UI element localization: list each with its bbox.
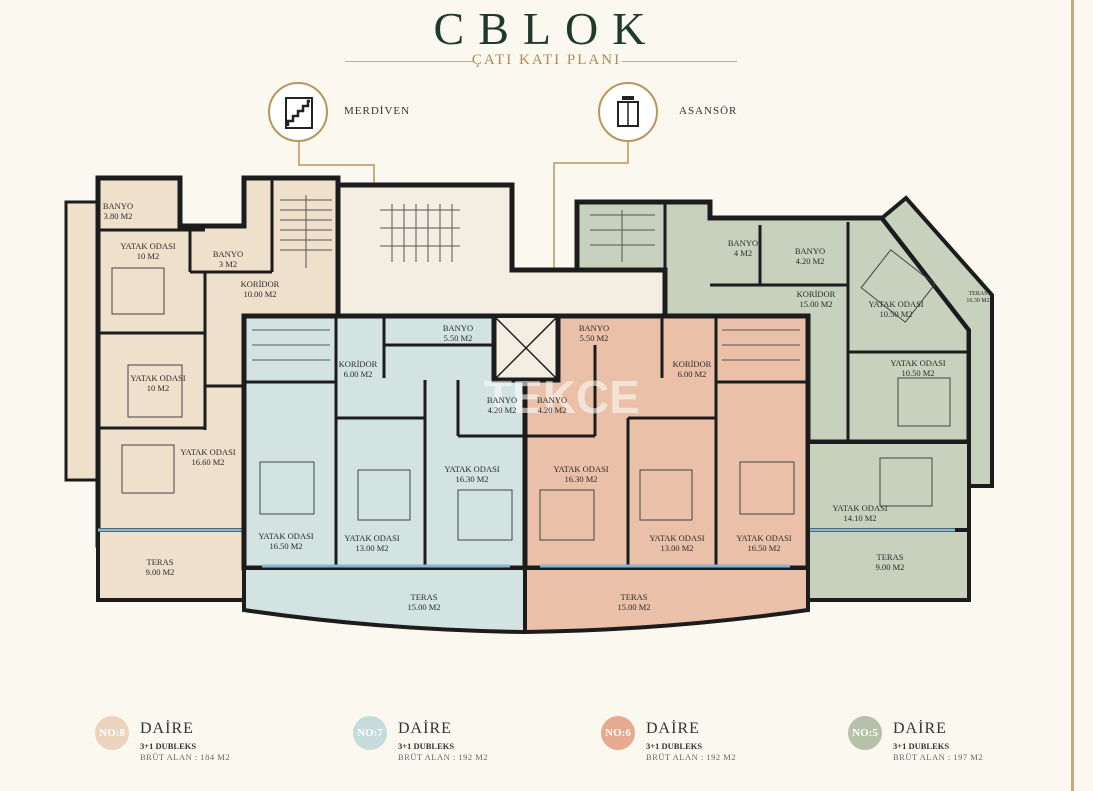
room-area: 16.50 M2 (747, 543, 780, 553)
elevator-icon (598, 82, 658, 142)
room-area: 10.50 M2 (901, 368, 934, 378)
unit-type: 3+1 DUBLEKS (140, 741, 197, 751)
unit-8-plan (64, 175, 341, 602)
room-name: YATAK ODASI (258, 531, 313, 541)
unit-badge: NO:5 (848, 716, 882, 750)
room-name: YATAK ODASI (444, 464, 499, 474)
room-area: 15.00 M2 (407, 602, 440, 612)
room-name: YATAK ODASI (120, 241, 175, 251)
room-name: BANYO (579, 323, 609, 333)
room-area: 10.30 M2 (966, 298, 989, 304)
room-area: 15.00 M2 (799, 299, 832, 309)
unit-title: DAİRE (398, 720, 452, 737)
unit-title: DAİRE (140, 720, 194, 737)
room-area: 10.50 M2 (879, 309, 912, 319)
unit-6-plan (522, 313, 811, 635)
room-area: 16.30 M2 (564, 474, 597, 484)
stairs-leader-line (298, 142, 375, 188)
unit-badge: NO:8 (95, 716, 129, 750)
room-name: BANYO (443, 323, 473, 333)
room-name: BANYO (103, 201, 133, 211)
unit-title: DAİRE (646, 720, 700, 737)
room-name: TERAS (621, 592, 648, 602)
room-area: 5.50 M2 (580, 333, 609, 343)
room-area: 4.20 M2 (796, 256, 825, 266)
unit-badge: NO:7 (353, 716, 387, 750)
room-name: YATAK ODASI (736, 533, 791, 543)
room-labels: BANYO 3.80 M2 BANYO 3 M2 YATAK ODASI 10 … (103, 201, 990, 612)
room-name: TERAS (877, 552, 904, 562)
page-title: CBLOK (433, 3, 660, 54)
room-name: TERAS (147, 557, 174, 567)
room-area: 6.00 M2 (344, 369, 373, 379)
unit-area: BRÜT ALAN : 192 M2 (398, 752, 489, 762)
room-area: 4 M2 (734, 248, 752, 258)
elevator-leader-line (553, 142, 629, 318)
room-area: 16.50 M2 (269, 541, 302, 551)
room-name: YATAK ODASI (832, 503, 887, 513)
room-area: 14.10 M2 (843, 513, 876, 523)
room-name: BANYO (213, 249, 243, 259)
room-area: 15.00 M2 (617, 602, 650, 612)
room-name: KORİDOR (673, 359, 712, 369)
room-area: 10 M2 (137, 251, 159, 261)
room-name: TERAS (968, 291, 987, 297)
room-area: 16.30 M2 (455, 474, 488, 484)
room-name: YATAK ODASI (553, 464, 608, 474)
page-subtitle: ÇATI KATI PLANI (471, 52, 622, 68)
room-name: YATAK ODASI (180, 447, 235, 457)
room-name: YATAK ODASI (868, 299, 923, 309)
unit-type: 3+1 DUBLEKS (398, 741, 455, 751)
room-area: 9.00 M2 (146, 567, 175, 577)
room-area: 13.00 M2 (660, 543, 693, 553)
room-area: 4.20 M2 (538, 405, 567, 415)
room-area: 10.00 M2 (243, 289, 276, 299)
room-name: KORİDOR (241, 279, 280, 289)
room-area: 10 M2 (147, 383, 169, 393)
room-name: BANYO (487, 395, 517, 405)
unit-type: 3+1 DUBLEKS (893, 741, 950, 751)
room-name: KORİDOR (339, 359, 378, 369)
unit-5-plan (574, 195, 994, 602)
room-name: BANYO (795, 246, 825, 256)
room-name: KORİDOR (797, 289, 836, 299)
room-area: 3 M2 (219, 259, 237, 269)
unit-badge: NO:6 (601, 716, 635, 750)
room-area: 5.50 M2 (444, 333, 473, 343)
stairs-callout-label: MERDİVEN (344, 105, 411, 117)
unit-area: BRÜT ALAN : 184 M2 (140, 752, 231, 762)
unit-type: 3+1 DUBLEKS (646, 741, 703, 751)
title-rule-left (345, 61, 473, 62)
room-name: YATAK ODASI (890, 358, 945, 368)
unit-area: BRÜT ALAN : 192 M2 (646, 752, 737, 762)
unit-area: BRÜT ALAN : 197 M2 (893, 752, 984, 762)
room-name: BANYO (728, 238, 758, 248)
border-line (1071, 0, 1074, 791)
room-name: YATAK ODASI (344, 533, 399, 543)
elevator-callout-label: ASANSÖR (679, 105, 738, 117)
unit-7-plan (241, 313, 528, 635)
room-area: 16.60 M2 (191, 457, 224, 467)
room-area: 4.20 M2 (488, 405, 517, 415)
room-area: 9.00 M2 (876, 562, 905, 572)
unit-title: DAİRE (893, 720, 947, 737)
room-name: TERAS (411, 592, 438, 602)
stairs-icon (268, 82, 328, 142)
title-rule-right (622, 61, 737, 62)
room-name: YATAK ODASI (130, 373, 185, 383)
room-name: BANYO (537, 395, 567, 405)
room-area: 13.00 M2 (355, 543, 388, 553)
room-area: 3.80 M2 (104, 211, 133, 221)
room-area: 6.00 M2 (678, 369, 707, 379)
room-name: YATAK ODASI (649, 533, 704, 543)
watermark: TEKCE (484, 371, 640, 423)
